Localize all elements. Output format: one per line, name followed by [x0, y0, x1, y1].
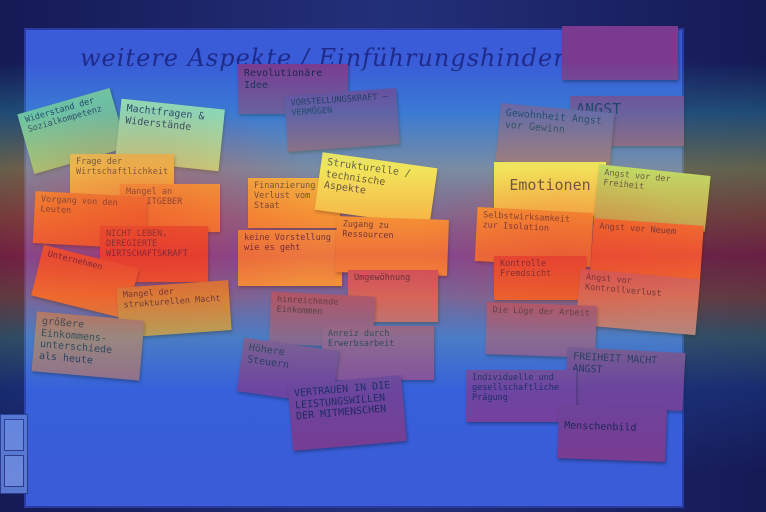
sticky-note: FREIHEIT MACHT ANGST: [564, 346, 686, 412]
sticky-note: größere Einkommens-unterschiede als heut…: [31, 311, 145, 381]
sticky-note-blank: [562, 26, 678, 80]
sticky-note: Gewohnheit Angst vor Gewinn: [495, 103, 615, 171]
sticky-note: Emotionen: [494, 162, 606, 216]
sticky-note: Mangel an ARBEITGEBER: [120, 184, 220, 232]
filing-cabinet: [0, 414, 28, 494]
sticky-note: Kontrolle Fremdsicht: [494, 256, 586, 300]
sticky-note: Zugang zu Ressourcen: [335, 216, 449, 276]
sticky-note: VERTRAUEN IN DIE LEISTUNGSWILLEN DER MIT…: [287, 375, 407, 451]
sticky-note: Menschenbild: [557, 404, 667, 462]
sticky-note: Anreiz durch Erwerbsarbeit: [322, 326, 434, 380]
sticky-note: VORSTELLUNGSKRAFT – VERMÖGEN: [284, 88, 400, 152]
sticky-note: keine Vorstellung wie es geht: [238, 230, 342, 286]
cabinet-drawer: [4, 419, 24, 451]
cabinet-drawer: [4, 455, 24, 487]
board-title: weitere Aspekte / Einführungshindernisse: [80, 44, 633, 72]
